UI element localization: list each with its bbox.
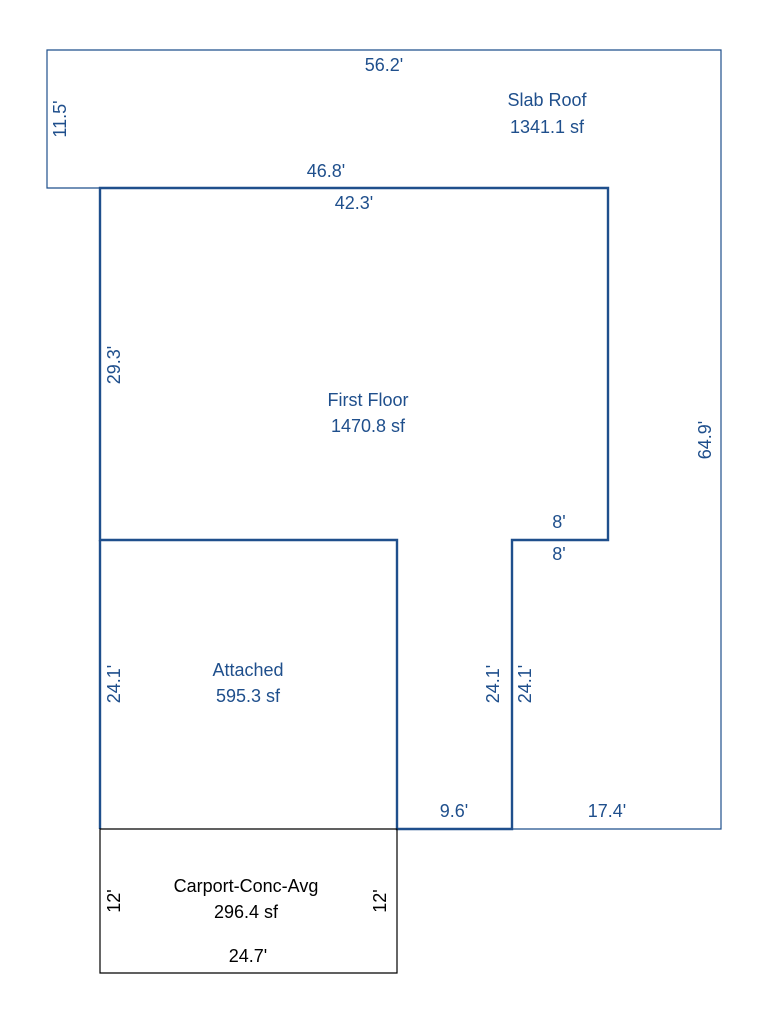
carport-outline [99,828,398,974]
dim-floor-top: 42.3' [335,193,373,213]
first-floor-outline [98,186,610,831]
dim-roof-inner-top: 46.8' [307,161,345,181]
attached-name: Attached [212,660,283,680]
dim-floor-bottom: 9.6' [440,801,468,821]
dim-floor-notch-top: 8' [552,512,565,532]
dim-carport-right: 12' [370,889,390,912]
carport-name: Carport-Conc-Avg [174,876,319,896]
dim-attached-left: 24.1' [104,665,124,703]
slab-roof-area: 1341.1 sf [510,117,585,137]
dim-roof-bottom-right: 17.4' [588,801,626,821]
dim-floor-notch-bottom: 8' [552,544,565,564]
first-floor-name: First Floor [328,390,409,410]
dim-floor-inner-right: 24.1' [515,665,535,703]
carport-area: 296.4 sf [214,902,279,922]
dim-carport-bottom: 24.7' [229,946,267,966]
slab-roof-outline [46,49,722,830]
dim-roof-top: 56.2' [365,55,403,75]
attached-area: 595.3 sf [216,686,281,706]
first-floor-area: 1470.8 sf [331,416,406,436]
dim-floor-inner-left: 24.1' [483,665,503,703]
dim-roof-right: 64.9' [695,421,715,459]
dim-roof-left: 11.5' [50,100,70,137]
slab-roof-name: Slab Roof [507,90,587,110]
dim-carport-left: 12' [104,889,124,912]
dim-floor-left: 29.3' [104,346,124,384]
